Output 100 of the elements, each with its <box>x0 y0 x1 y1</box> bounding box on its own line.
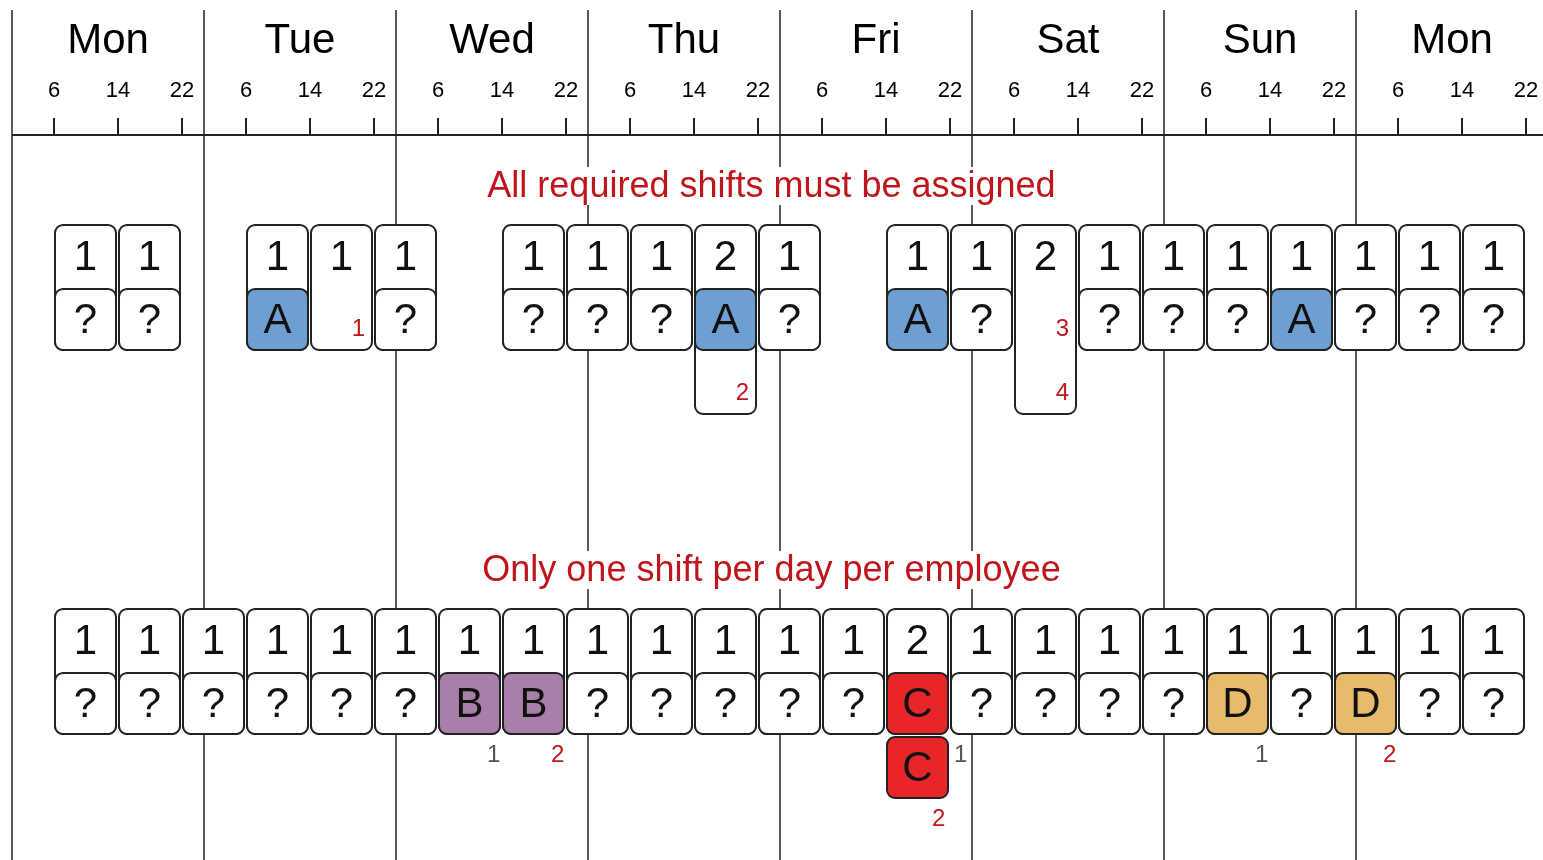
shift-slot <box>1334 224 1397 351</box>
required-count: 1 <box>1096 615 1123 665</box>
required-count: 1 <box>72 615 99 665</box>
hour-label: 22 <box>1320 76 1348 104</box>
shift-number: 2 <box>932 804 946 832</box>
hour-label: 22 <box>360 76 388 104</box>
assignee-cell: B <box>502 672 565 735</box>
assignee-cell: ? <box>118 672 181 735</box>
assignee-cell: ? <box>310 672 373 735</box>
hour-label: 14 <box>1256 76 1284 104</box>
assignee-cell: ? <box>1398 288 1461 351</box>
shift-slot <box>1078 608 1141 735</box>
hour-label: 14 <box>488 76 516 104</box>
required-count: 1 <box>136 231 163 281</box>
assignee-cell: ? <box>950 672 1013 735</box>
required-count: 1 <box>72 231 99 281</box>
day-label: Thu <box>646 14 722 64</box>
hour-label: 6 <box>1390 76 1406 104</box>
shift-slot <box>1078 224 1141 351</box>
required-count: 1 <box>520 615 547 665</box>
shift-slot <box>694 608 757 735</box>
assignee-cell: ? <box>694 672 757 735</box>
assignee-cell: ? <box>630 672 693 735</box>
hour-label: 14 <box>1448 76 1476 104</box>
day-label: Tue <box>263 14 337 64</box>
hour-label: 6 <box>622 76 638 104</box>
shift-slot <box>1142 608 1205 735</box>
required-count: 1 <box>1352 615 1379 665</box>
assignee-cell: ? <box>502 288 565 351</box>
day-label: Fri <box>850 14 902 64</box>
hour-label: 6 <box>46 76 62 104</box>
assignee-cell: ? <box>630 288 693 351</box>
required-count: 2 <box>904 615 931 665</box>
hour-label: 6 <box>238 76 254 104</box>
assignee-cell: ? <box>1078 672 1141 735</box>
shift-number: 1 <box>954 740 968 768</box>
constraint-heading: Only one shift per day per employee <box>481 549 1062 589</box>
hour-label: 22 <box>744 76 772 104</box>
hour-label: 22 <box>1128 76 1156 104</box>
required-count: 1 <box>776 615 803 665</box>
shift-slot <box>566 608 629 735</box>
required-count: 1 <box>1352 231 1379 281</box>
day-label: Sat <box>1035 14 1101 64</box>
required-count: 1 <box>1416 231 1443 281</box>
assignee-cell: ? <box>374 288 437 351</box>
hour-label: 22 <box>1512 76 1540 104</box>
required-count: 1 <box>264 231 291 281</box>
hour-label: 22 <box>168 76 196 104</box>
assignee-cell: ? <box>54 288 117 351</box>
shift-slot <box>246 608 309 735</box>
required-count: 1 <box>840 615 867 665</box>
shift-slot <box>310 608 373 735</box>
required-count: 1 <box>1160 231 1187 281</box>
assignee-cell: ? <box>1270 672 1333 735</box>
shift-slot <box>1206 608 1269 735</box>
shift-slot <box>1462 608 1525 735</box>
required-count: 1 <box>968 231 995 281</box>
required-count: 1 <box>328 231 355 281</box>
assignee-cell: ? <box>1462 288 1525 351</box>
required-count: 1 <box>712 615 739 665</box>
assignee-cell: ? <box>758 672 821 735</box>
shift-slot <box>950 608 1013 735</box>
shift-slot <box>1270 224 1333 351</box>
constraint-heading: All required shifts must be assigned <box>486 165 1057 205</box>
assignee-cell: ? <box>374 672 437 735</box>
required-count: 1 <box>136 615 163 665</box>
shift-slot <box>1014 224 1077 415</box>
required-count: 1 <box>456 615 483 665</box>
shift-number: 3 <box>1055 314 1069 342</box>
shift-slot <box>118 608 181 735</box>
hour-label: 6 <box>430 76 446 104</box>
shift-slot <box>1398 608 1461 735</box>
assignee-cell: ? <box>1078 288 1141 351</box>
assignee-cell: ? <box>182 672 245 735</box>
day-label: Mon <box>1410 14 1494 64</box>
required-count: 1 <box>200 615 227 665</box>
shift-number: 4 <box>1055 378 1069 406</box>
hour-label: 14 <box>104 76 132 104</box>
required-count: 1 <box>648 231 675 281</box>
assignee-cell: ? <box>758 288 821 351</box>
assignee-cell: C <box>886 736 949 799</box>
shift-slot <box>118 224 181 351</box>
shift-number: 2 <box>735 378 749 406</box>
assignee-cell: D <box>1334 672 1397 735</box>
assignee-cell: ? <box>1206 288 1269 351</box>
shift-slot <box>950 224 1013 351</box>
shift-slot <box>438 608 501 735</box>
required-count: 1 <box>584 231 611 281</box>
shift-slot <box>886 224 949 351</box>
shift-slot <box>758 608 821 735</box>
required-count: 1 <box>520 231 547 281</box>
shift-slot <box>374 608 437 735</box>
required-count: 1 <box>392 615 419 665</box>
assignee-cell: ? <box>118 288 181 351</box>
shift-slot <box>182 608 245 735</box>
required-count: 1 <box>1096 231 1123 281</box>
assignee-cell: ? <box>566 288 629 351</box>
required-count: 1 <box>264 615 291 665</box>
required-count: 1 <box>1160 615 1187 665</box>
required-count: 1 <box>904 231 931 281</box>
